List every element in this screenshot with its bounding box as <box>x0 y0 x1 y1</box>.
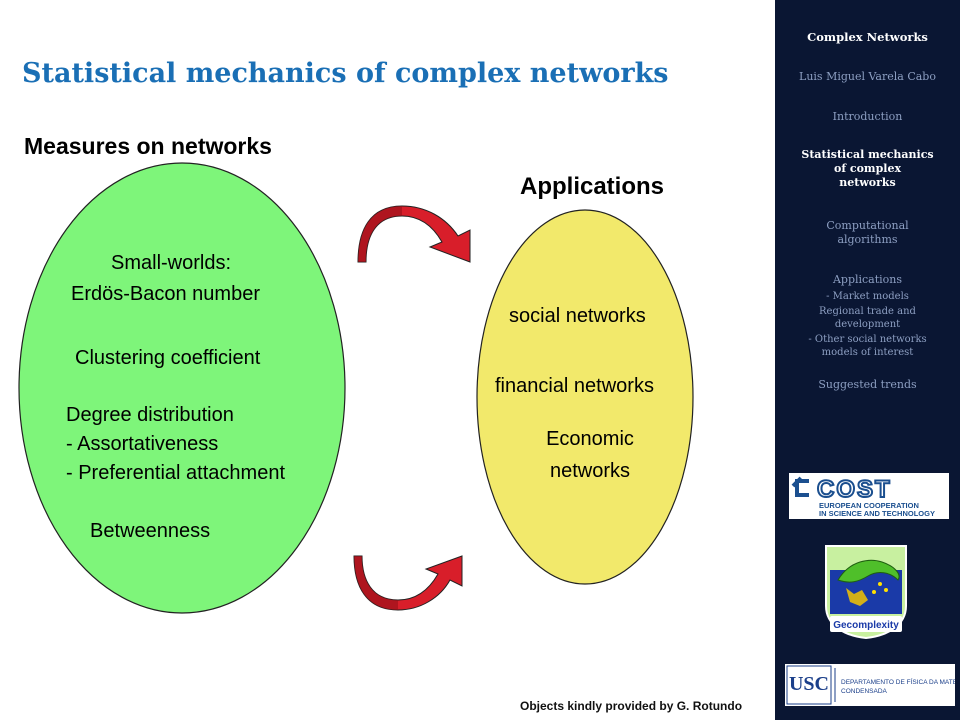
measures-heading: Measures on networks <box>24 133 272 159</box>
assortativeness-label: - Assortativeness <box>66 433 219 455</box>
small-worlds-label: Small-worlds: <box>111 252 232 274</box>
economic-networks-label: networks <box>549 460 631 482</box>
sidebar-item-applications[interactable]: Applications <box>832 273 903 286</box>
usc-logo: USC DEPARTAMENTO DE FÍSICA DA MATERIA CO… <box>785 664 960 706</box>
sidebar-item-regional-trade[interactable]: Regional trade and development <box>775 305 960 331</box>
gecomplexity-logo: Gecomplexity <box>820 540 912 640</box>
curved-arrow-top-icon <box>357 205 471 263</box>
economic-label: Economic <box>546 428 634 450</box>
measures-ellipse <box>18 162 346 614</box>
sidebar-item-market-models[interactable]: - Market models <box>826 291 909 302</box>
sidebar-item-label: - Other social networks <box>808 334 927 345</box>
gecomplexity-label: Gecomplexity <box>833 620 899 631</box>
cost-logo: COST EUROPEAN COOPERATION IN SCIENCE AND… <box>789 473 949 519</box>
usc-logo-graphic: USC DEPARTAMENTO DE FÍSICA DA MATERIA CO… <box>786 665 960 705</box>
erdos-bacon-label: Erdös-Bacon number <box>71 283 260 305</box>
sidebar-item-statistical-mechanics[interactable]: Statistical mechanics of complex network… <box>775 148 960 190</box>
applications-heading: Applications <box>520 173 665 200</box>
degree-distribution-label: Degree distribution <box>66 404 234 426</box>
sidebar-item-label: networks <box>839 176 896 189</box>
betweenness-label: Betweenness <box>90 520 211 542</box>
networks-diagram <box>18 162 694 614</box>
preferential-attachment-label: - Preferential attachment <box>66 462 285 484</box>
slide-title: Statistical mechanics of complex network… <box>22 58 669 89</box>
cost-word: COST <box>817 476 892 503</box>
cost-logo-graphic: COST EUROPEAN COOPERATION IN SCIENCE AND… <box>791 475 935 518</box>
sidebar-item-label: Computational <box>826 219 909 232</box>
usc-line-2: CONDENSADA <box>841 688 888 695</box>
credit-footer: Objects kindly provided by G. Rotundo <box>520 699 743 713</box>
curved-arrow-bottom-icon <box>353 555 463 611</box>
clustering-label: Clustering coefficient <box>75 347 261 369</box>
sidebar-item-other-social-networks[interactable]: - Other social networks models of intere… <box>775 333 960 359</box>
sidebar-item-suggested-trends[interactable]: Suggested trends <box>818 378 917 391</box>
sidebar-item-label: models of interest <box>821 347 914 358</box>
cost-line-2: IN SCIENCE AND TECHNOLOGY <box>819 509 935 518</box>
sidebar-item-label: of complex <box>834 162 901 175</box>
sidebar-header[interactable]: Complex Networks <box>807 30 928 44</box>
sidebar-author[interactable]: Luis Miguel Varela Cabo <box>799 70 936 83</box>
social-networks-label: social networks <box>509 305 646 327</box>
financial-networks-label: financial networks <box>495 375 654 397</box>
sidebar-item-introduction[interactable]: Introduction <box>832 110 903 123</box>
gecomplexity-graphic: Gecomplexity <box>825 545 907 640</box>
sidebar-item-label: Statistical mechanics <box>801 148 934 161</box>
cost-line-1: EUROPEAN COOPERATION <box>819 501 919 510</box>
sidebar-item-label: development <box>834 319 901 330</box>
usc-line-1: DEPARTAMENTO DE FÍSICA DA MATERIA <box>841 677 955 686</box>
sidebar-item-label: Regional trade and <box>819 306 916 317</box>
sidebar: Complex Networks Luis Miguel Varela Cabo… <box>775 0 960 720</box>
sidebar-item-computational-algorithms[interactable]: Computational algorithms <box>775 219 960 247</box>
sidebar-item-label: algorithms <box>837 233 898 246</box>
usc-abbr: USC <box>789 673 829 695</box>
applications-ellipse <box>476 209 694 585</box>
